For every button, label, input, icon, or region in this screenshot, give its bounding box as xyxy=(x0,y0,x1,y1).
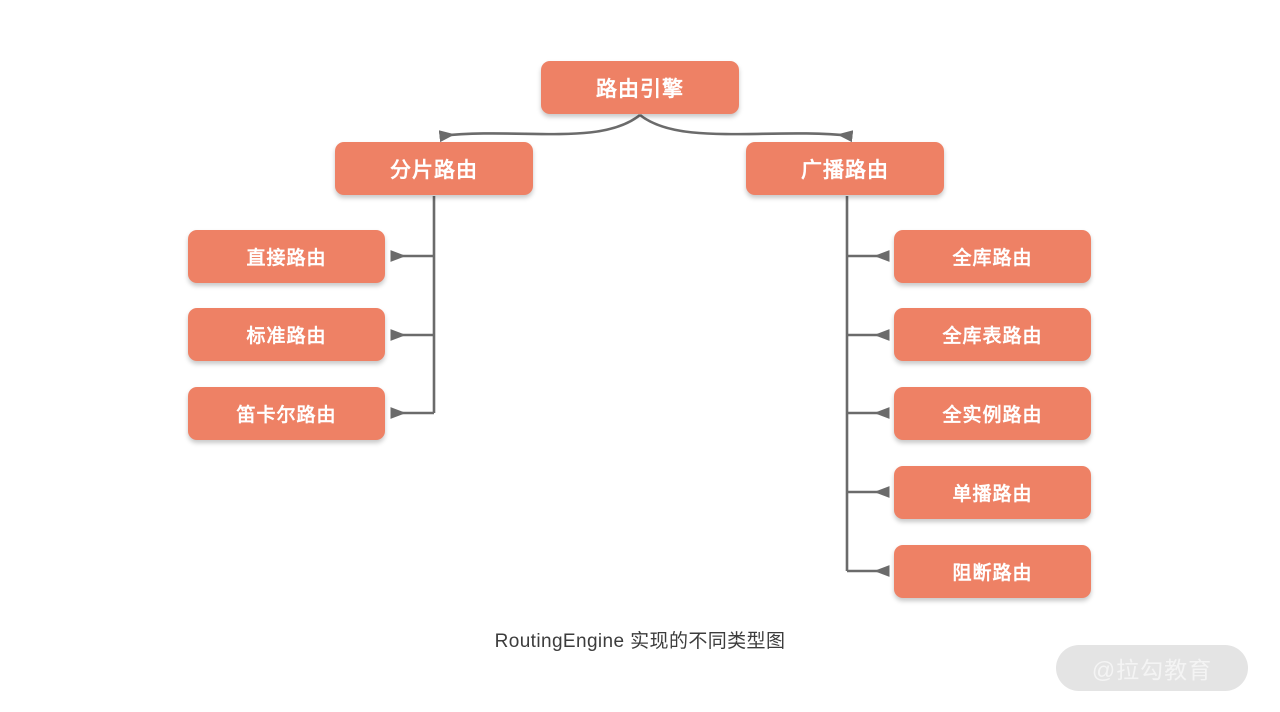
node-full-db-route[interactable]: 全库路由 xyxy=(894,230,1091,283)
node-block-route[interactable]: 阻断路由 xyxy=(894,545,1091,598)
node-cartesian-route[interactable]: 笛卡尔路由 xyxy=(188,387,385,440)
node-direct-route[interactable]: 直接路由 xyxy=(188,230,385,283)
node-sharding-route[interactable]: 分片路由 xyxy=(335,142,533,195)
node-unicast-route[interactable]: 单播路由 xyxy=(894,466,1091,519)
edge-root-to-broadcast xyxy=(639,113,854,143)
node-broadcast-route[interactable]: 广播路由 xyxy=(746,142,944,195)
node-full-instance-route[interactable]: 全实例路由 xyxy=(894,387,1091,440)
node-full-db-table-route[interactable]: 全库表路由 xyxy=(894,308,1091,361)
diagram-caption: RoutingEngine 实现的不同类型图 xyxy=(494,631,786,652)
edge-root-to-sharding xyxy=(438,113,641,143)
watermark-badge: @拉勾教育 xyxy=(1056,645,1248,691)
node-routing-engine[interactable]: 路由引擎 xyxy=(541,61,739,114)
node-standard-route[interactable]: 标准路由 xyxy=(188,308,385,361)
